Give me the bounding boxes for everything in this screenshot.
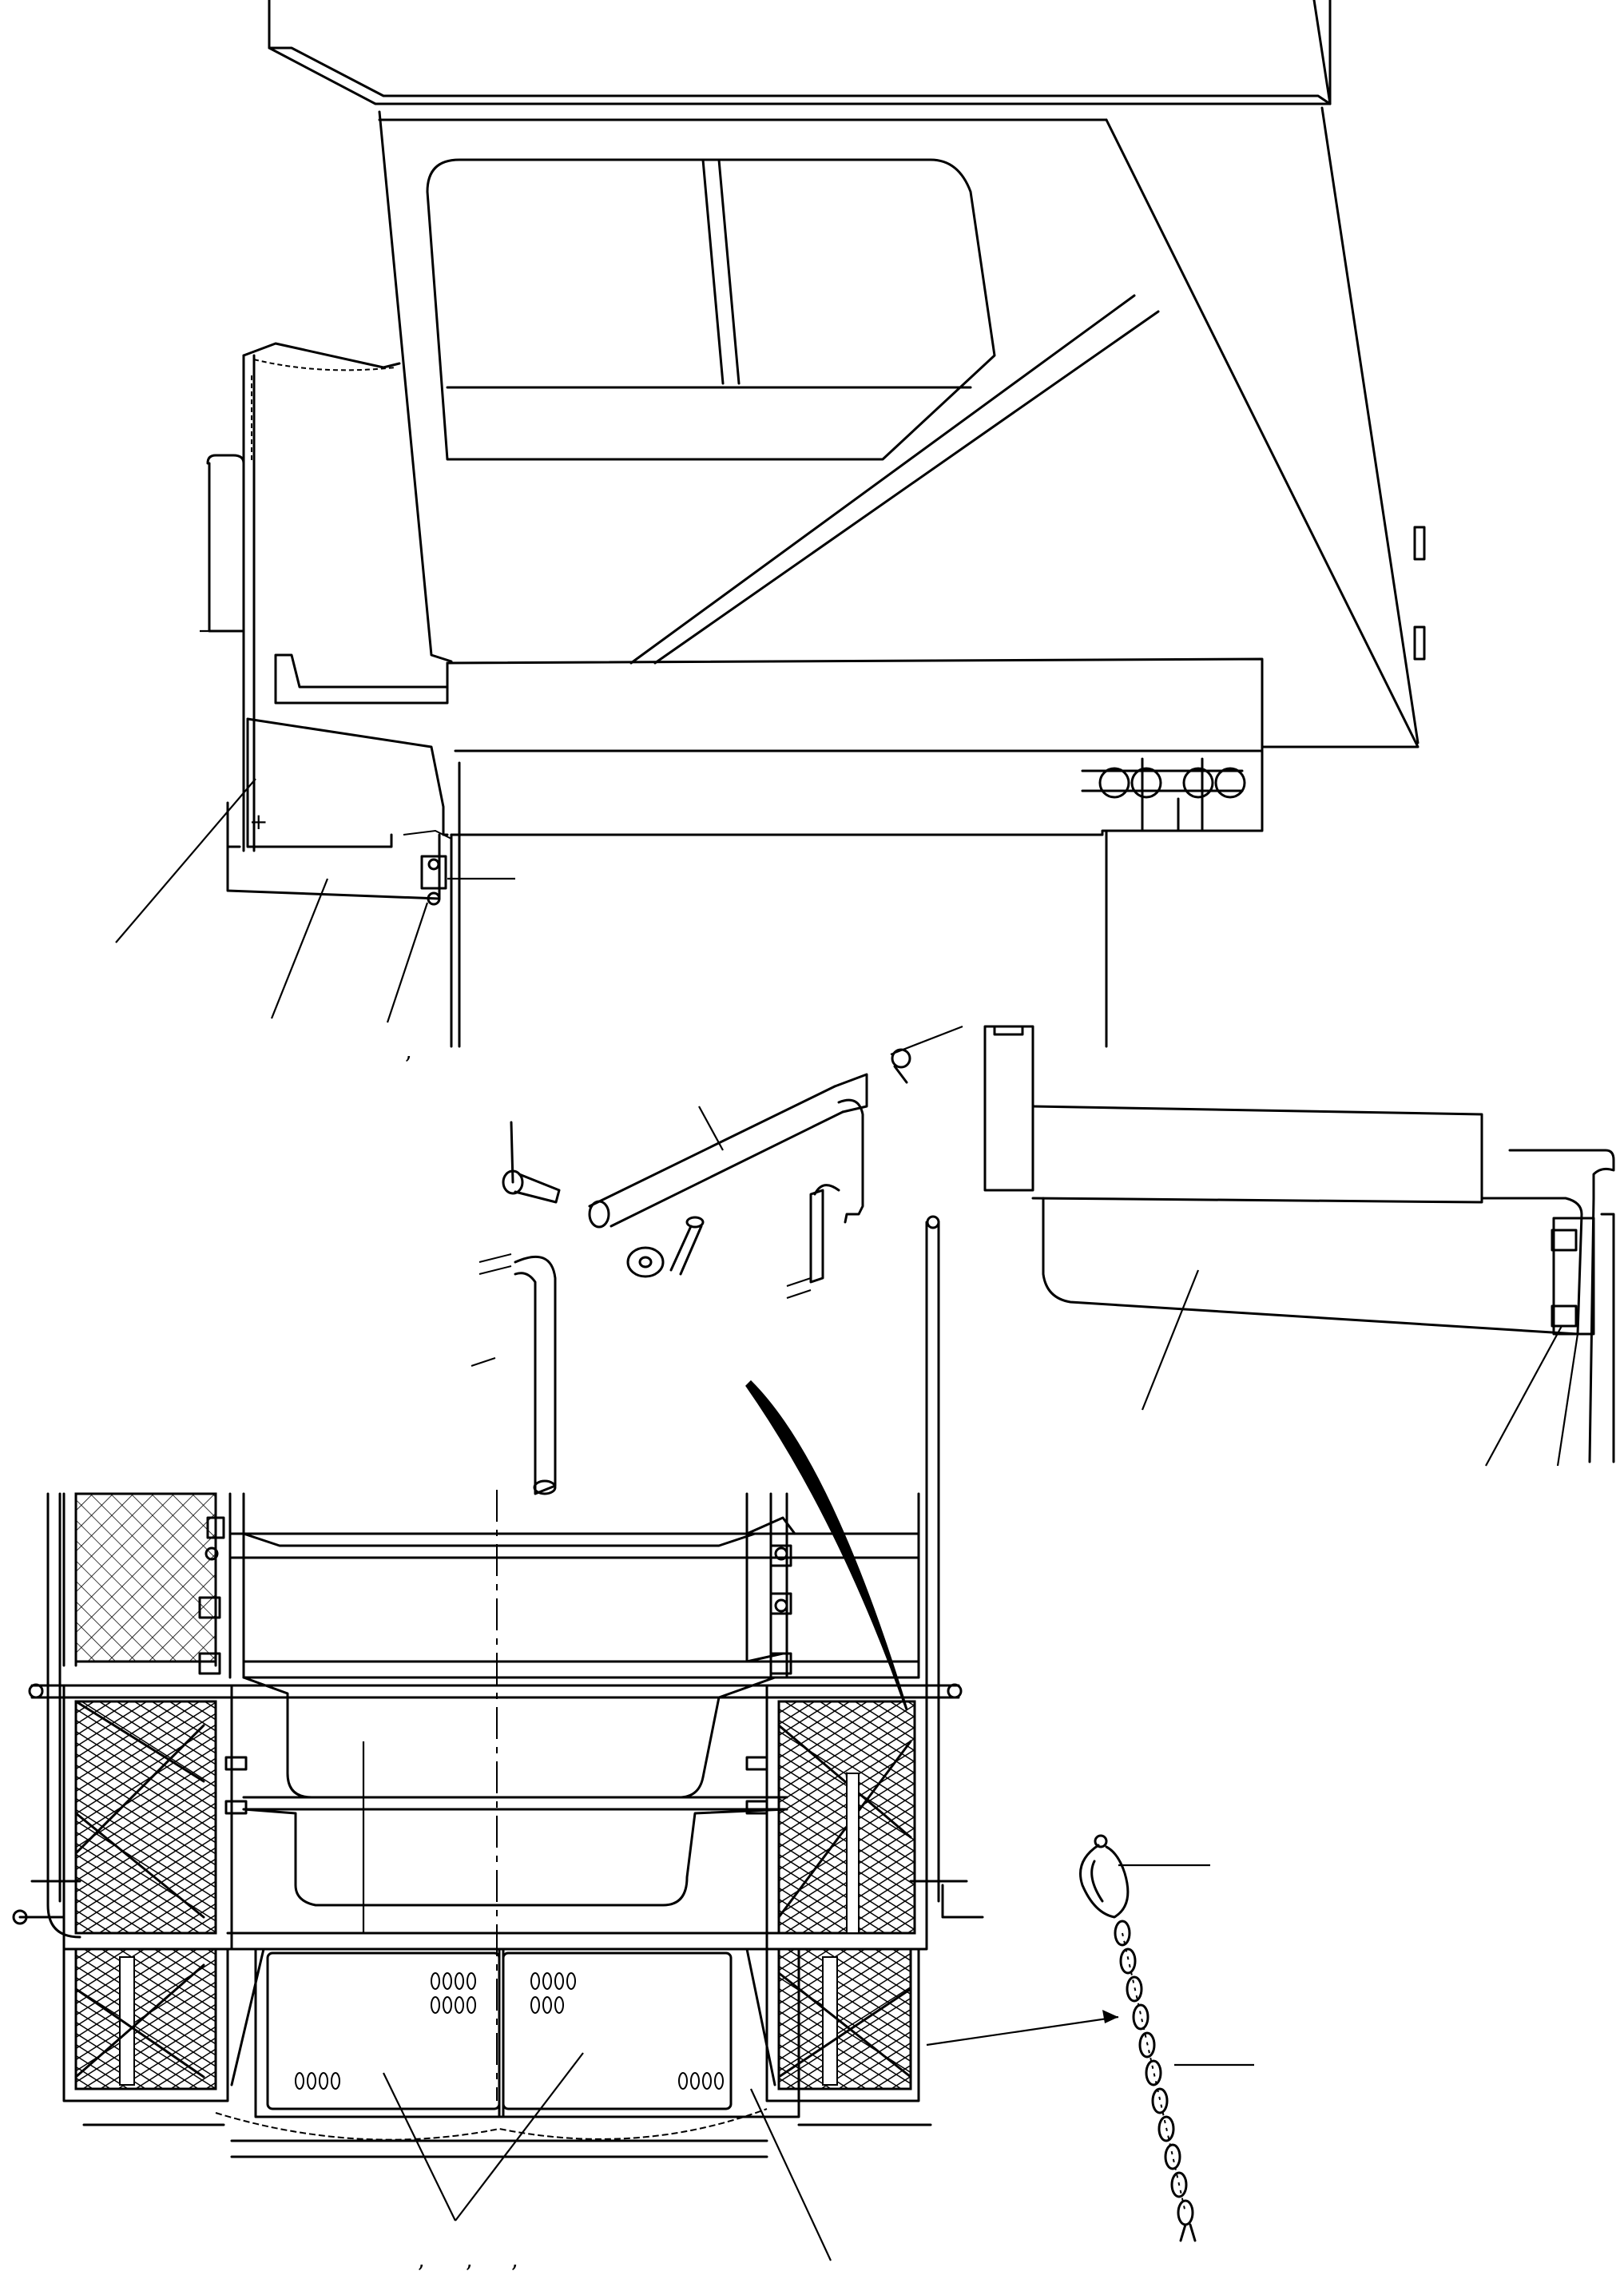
deck-bolt-assembly [1081,757,1246,832]
rail-chain [251,359,396,463]
chain-hook-detail [1079,1834,1254,2242]
callout-mark-upper-left: , [405,1038,412,1064]
platform-plan-view [12,1215,1119,2261]
hinge-rod-detail [471,1025,963,1710]
callout-mark-bottom-2: , [466,2246,473,2271]
callout-mark-bottom-1: , [418,2246,425,2271]
bracket-side-detail [983,1025,1615,1467]
vent-slots [295,1972,724,2090]
callout-mark-bottom-3: , [511,2246,518,2271]
chain-links [1114,1920,1194,2226]
svg-text:+: + [249,808,268,835]
cab-side-view: + [115,0,1426,1048]
frame-lugs [198,1516,796,1815]
